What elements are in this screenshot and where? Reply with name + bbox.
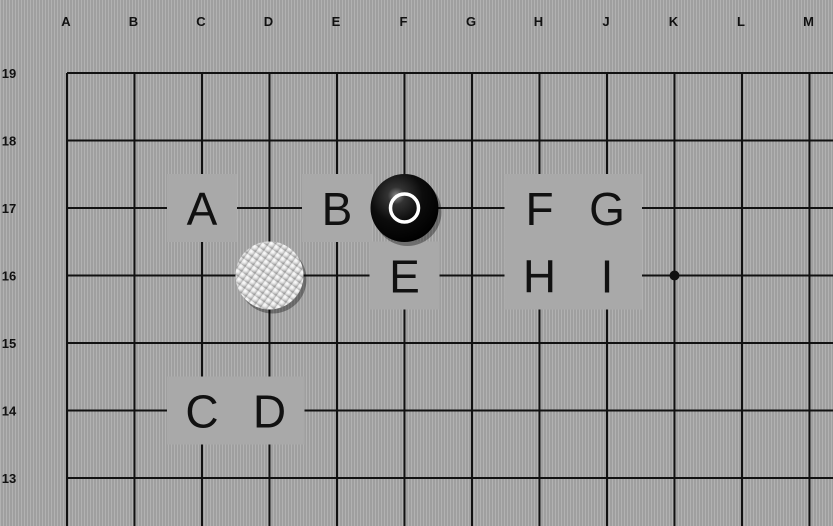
row-coordinate: 14 [2, 404, 17, 419]
column-coordinate: F [400, 14, 408, 29]
column-coordinate: J [602, 14, 609, 29]
board-label-E[interactable]: E [389, 251, 420, 303]
row-coordinate: 16 [2, 269, 16, 284]
board-label-C[interactable]: C [185, 386, 218, 438]
board-label-F[interactable]: F [525, 183, 553, 235]
board-label-I[interactable]: I [601, 251, 614, 303]
star-point [670, 271, 680, 281]
column-coordinate: D [264, 14, 273, 29]
row-coordinate: 18 [2, 134, 16, 149]
board-label-G[interactable]: G [589, 183, 625, 235]
column-coordinate: K [669, 14, 679, 29]
column-coordinate: A [61, 14, 71, 29]
row-coordinate: 13 [2, 471, 16, 486]
black-stone[interactable] [371, 174, 439, 242]
board-label-B[interactable]: B [322, 183, 353, 235]
column-coordinate: H [534, 14, 543, 29]
column-coordinate: M [803, 14, 814, 29]
board-label-A[interactable]: A [187, 183, 218, 235]
board-label-D[interactable]: D [253, 386, 286, 438]
row-coordinate: 15 [2, 336, 16, 351]
row-coordinate: 17 [2, 201, 16, 216]
column-coordinate: C [196, 14, 206, 29]
column-coordinate: E [332, 14, 341, 29]
column-coordinate: B [129, 14, 138, 29]
column-coordinate: L [737, 14, 745, 29]
column-coordinate: G [466, 14, 476, 29]
board-label-H[interactable]: H [523, 251, 556, 303]
white-stone[interactable] [236, 242, 304, 310]
row-coordinate: 19 [2, 66, 16, 81]
